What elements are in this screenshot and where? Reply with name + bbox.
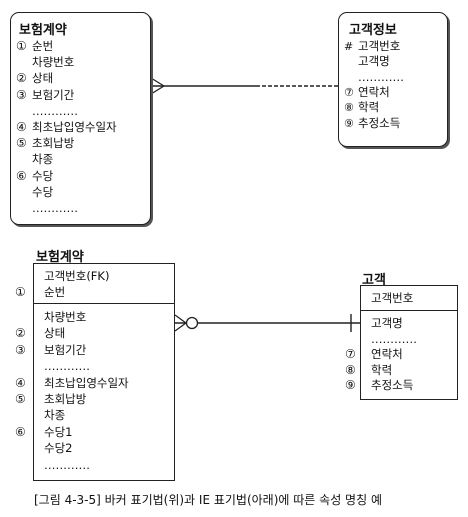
attribute-name: 초회납방 [44, 392, 87, 406]
attribute-marker: ⑥ [16, 168, 27, 183]
ie-entity-insurance-contract [33, 263, 175, 481]
attribute-name: 연락처 [358, 84, 390, 99]
attribute-name: 보험기간 [32, 87, 75, 102]
attribute-marker: ① [16, 39, 27, 53]
attribute-name: 추정소득 [371, 378, 414, 392]
attribute-name: 수당2 [44, 441, 73, 456]
attribute-name: 고객번호 [358, 39, 401, 53]
ie-entity1-key-divider [33, 303, 175, 304]
attribute-name: 차량번호 [44, 310, 87, 324]
attribute-marker: ⑥ [15, 424, 26, 439]
attribute-name: ………… [358, 69, 404, 84]
attribute-marker: ⑨ [344, 116, 354, 130]
attribute-name: 고객명 [358, 54, 390, 69]
attribute-name: 차종 [32, 152, 54, 167]
attribute-marker: ④ [16, 120, 27, 134]
barker-relationship [150, 77, 338, 95]
attribute-name: 수당1 [44, 424, 73, 439]
attribute-name: 고객번호 [371, 291, 414, 305]
attribute-marker: ⑦ [344, 85, 354, 99]
attribute-name: 초회납방 [32, 136, 75, 151]
attribute-name: 고객명 [371, 316, 403, 330]
barker-entity1-title: 보험계약 [19, 23, 67, 38]
attribute-name: 최초납입영수일자 [44, 375, 129, 390]
attribute-name: 연락처 [371, 347, 403, 361]
attribute-marker: ⑧ [344, 101, 354, 115]
attribute-marker: ⑤ [16, 136, 27, 151]
attribute-name: 차종 [44, 408, 66, 423]
attribute-name: 상태 [44, 326, 66, 341]
attribute-name: 학력 [371, 362, 393, 377]
attribute-name: 수당 [32, 184, 54, 199]
attribute-name: ………… [32, 103, 78, 118]
attribute-name: 추정소득 [358, 115, 401, 130]
attribute-name: 순번 [44, 285, 66, 299]
attribute-name: ………… [371, 331, 417, 346]
attribute-marker: ③ [15, 342, 26, 357]
ie-entity1-title: 보험계약 [36, 250, 84, 265]
attribute-name: 학력 [358, 100, 380, 115]
attribute-marker: ③ [16, 87, 27, 102]
barker-entity2-title: 고객정보 [349, 23, 397, 38]
attribute-name: ………… [32, 201, 78, 215]
barker-entity-insurance-contract [10, 12, 151, 225]
attribute-name: ………… [44, 359, 90, 374]
attribute-name: 상태 [32, 71, 54, 86]
attribute-marker: ② [15, 326, 26, 341]
attribute-marker: ① [15, 285, 26, 299]
attribute-name: 수당 [32, 168, 54, 183]
attribute-name: 순번 [32, 39, 54, 53]
figure-caption: [그림 4-3-5] 바커 표기법(위)과 IE 표기법(아래)에 따른 속성 … [34, 493, 382, 507]
attribute-name: 차량번호 [32, 55, 75, 70]
attribute-marker: ② [16, 71, 27, 86]
attribute-marker: ⑨ [345, 378, 356, 392]
ie-entity-customer [360, 285, 458, 400]
attribute-marker: # [344, 40, 354, 53]
attribute-name: ………… [44, 457, 90, 472]
attribute-marker: ⑧ [345, 362, 356, 377]
attribute-name: 보험기간 [44, 342, 87, 357]
attribute-name: 최초납입영수일자 [32, 120, 117, 134]
attribute-name: 고객번호(FK) [44, 269, 110, 283]
ie-relationship [174, 314, 360, 332]
attribute-marker: ⑤ [15, 392, 26, 406]
ie-entity2-title: 고객 [362, 273, 386, 288]
attribute-marker: ④ [15, 375, 26, 390]
ie-entity2-key-divider [360, 310, 458, 311]
barker-entity-customer-info [338, 12, 448, 147]
attribute-marker: ⑦ [345, 347, 356, 361]
